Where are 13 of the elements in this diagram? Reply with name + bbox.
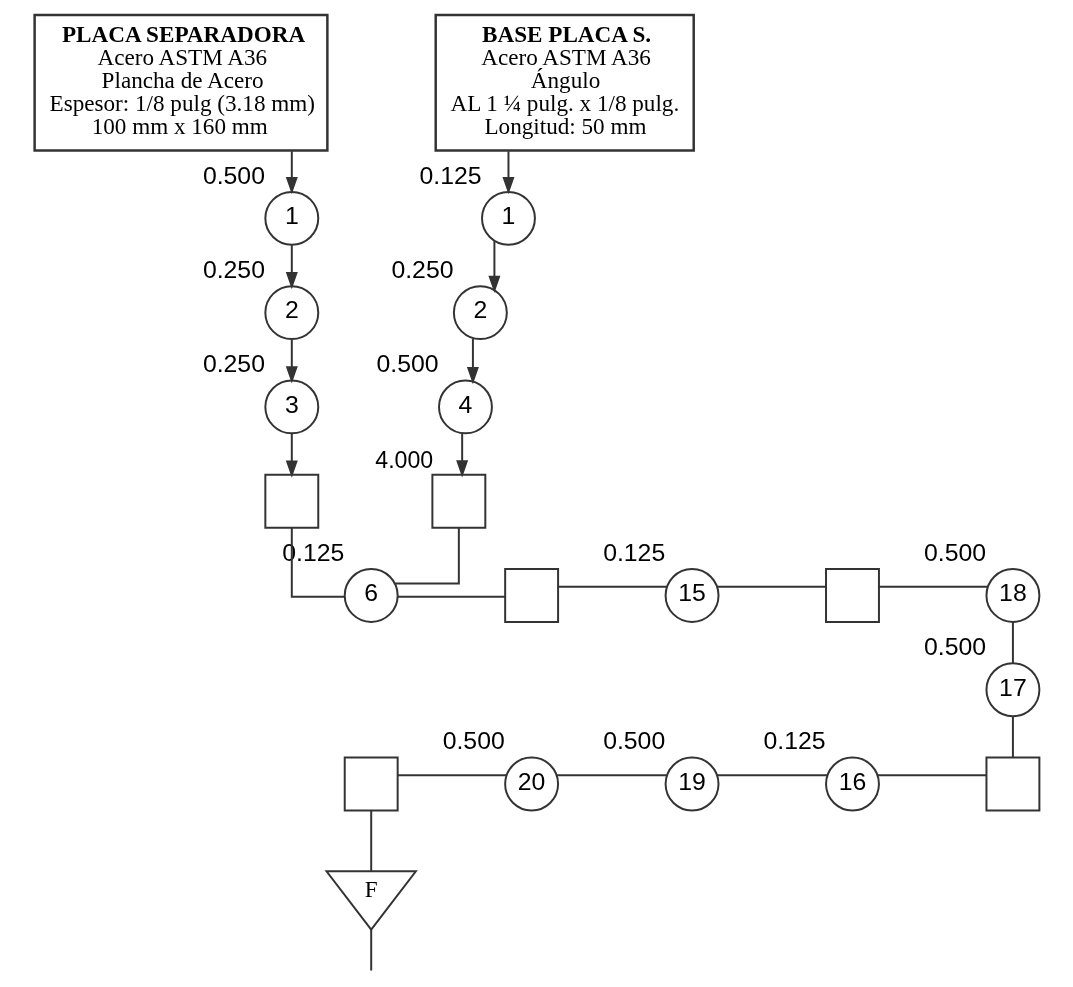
node-label: 0.250 <box>202 255 265 283</box>
node-label: 0.250 <box>202 350 265 378</box>
node-label: 0.500 <box>602 727 665 755</box>
node-label: 0.500 <box>376 350 439 378</box>
node-label: 0.250 <box>390 255 453 283</box>
node-label: 0.500 <box>202 161 265 189</box>
node-label: 0.500 <box>923 632 986 660</box>
node-label: 0.500 <box>923 538 986 566</box>
node-label: 0.125 <box>419 161 482 189</box>
node-label: 0.500 <box>442 727 505 755</box>
node-label: 0.125 <box>602 538 665 566</box>
node-label: 0.125 <box>763 727 826 755</box>
node-label: 4.000 <box>374 447 433 474</box>
